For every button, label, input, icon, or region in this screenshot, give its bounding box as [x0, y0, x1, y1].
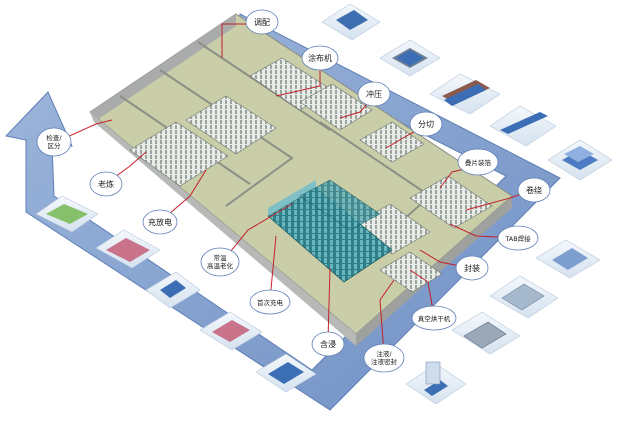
tile-tab-cell [535, 239, 601, 279]
tile-sorted-cells [35, 195, 99, 233]
tile-electrode-sheet [321, 3, 381, 41]
step-label: 涂布机 [308, 53, 332, 63]
process-step-lamination: 叠片装箔 [457, 148, 499, 176]
partition-2 [197, 41, 331, 131]
step-circle [455, 255, 489, 281]
connector-vacuum [409, 269, 435, 317]
process-step-coating: 涂布机 [301, 45, 339, 71]
step-circle [363, 343, 405, 373]
process-step-aging: 老炼 [89, 171, 123, 197]
step-circle [249, 289, 291, 315]
process-step-sealing: 封装 [455, 255, 489, 281]
process-step-winding: 卷绕 [517, 177, 551, 203]
step-circle [89, 171, 123, 197]
connector-filling [379, 279, 395, 355]
process-step-punching: 冲压 [357, 81, 391, 107]
bench-area-8 [379, 251, 443, 293]
step-circle [245, 9, 279, 35]
formation-racks-top [268, 180, 316, 216]
step-circle [357, 81, 391, 107]
bench-area-4 [299, 83, 373, 131]
step-circle [311, 331, 345, 357]
tile-first-charged-cells [255, 353, 317, 393]
step-label: 注液/ [376, 349, 392, 358]
step-label: 常温 [214, 253, 228, 262]
tile-pouch-cell [489, 275, 559, 319]
step-circle [497, 225, 539, 251]
step-label: 充放电 [148, 217, 172, 227]
partition-1 [159, 69, 294, 207]
process-step-charge-discharge: 充放电 [142, 209, 178, 235]
step-label: 分切 [418, 120, 434, 129]
tile-slit-strip [489, 105, 557, 147]
connector-charge-discharge [161, 169, 207, 221]
step-circle [409, 111, 443, 137]
step-label: 调配 [254, 18, 270, 27]
process-step-impregnation: 含浸 [311, 331, 345, 357]
step-circle [301, 45, 339, 71]
connector-impregnation [327, 267, 331, 341]
step-label: 封装 [464, 263, 480, 273]
step-label: 检查/ [46, 133, 62, 142]
tile-charged-cells [145, 271, 201, 309]
bench-area-2 [185, 95, 277, 155]
factory-wall-left [90, 14, 236, 122]
step-circle [517, 177, 551, 203]
process-step-filling: 注液/ 注液密封 [363, 343, 405, 373]
factory-building [89, 13, 513, 346]
step-label-line2: 区分 [48, 141, 62, 150]
connector-first-charge [269, 235, 277, 301]
formation-racks-2 [299, 179, 381, 231]
tile-dried-cells [451, 311, 521, 355]
factory-wall-front [90, 112, 356, 346]
step-label: 含浸 [320, 339, 336, 349]
step-label: 真空烘干机 [418, 314, 451, 323]
process-step-tab-welding: TAB焊接 [497, 225, 539, 251]
process-step-first-charge: 首次充电 [249, 289, 291, 315]
step-circle [36, 127, 72, 157]
process-step-mixing: 调配 [245, 9, 279, 35]
process-step-sorting: 检查/ 区分 [36, 127, 72, 157]
step-label-line2: 注液密封 [371, 357, 398, 366]
step-circle [411, 305, 457, 331]
tile-coated-foil [379, 39, 441, 77]
tile-filled-cell [405, 361, 467, 405]
step-label: 卷绕 [526, 185, 542, 195]
step-circle [200, 247, 240, 277]
tile-stacked-cells [547, 139, 613, 181]
step-label: TAB焊接 [504, 234, 531, 243]
bench-area-6 [409, 175, 493, 229]
step-label: 冲压 [366, 89, 382, 99]
product-tiles [35, 3, 613, 405]
bench-area-5 [359, 121, 425, 163]
process-step-aging-storage: 常温 高温老化 [200, 247, 240, 277]
step-circle [457, 148, 499, 176]
tile-punched-electrodes [429, 73, 501, 115]
bench-area-1 [129, 121, 229, 187]
process-step-slitting: 分切 [409, 111, 443, 137]
step-circle [142, 209, 178, 235]
process-step-vacuum-drying: 真空烘干机 [411, 305, 457, 331]
step-label: 叠片装箔 [465, 158, 492, 167]
step-label: 首次充电 [257, 298, 284, 307]
step-label-line2: 高温老化 [207, 261, 234, 270]
tile-aged-cells [95, 229, 161, 269]
step-label: 老炼 [98, 179, 114, 189]
tile-stored-cells [199, 311, 263, 351]
